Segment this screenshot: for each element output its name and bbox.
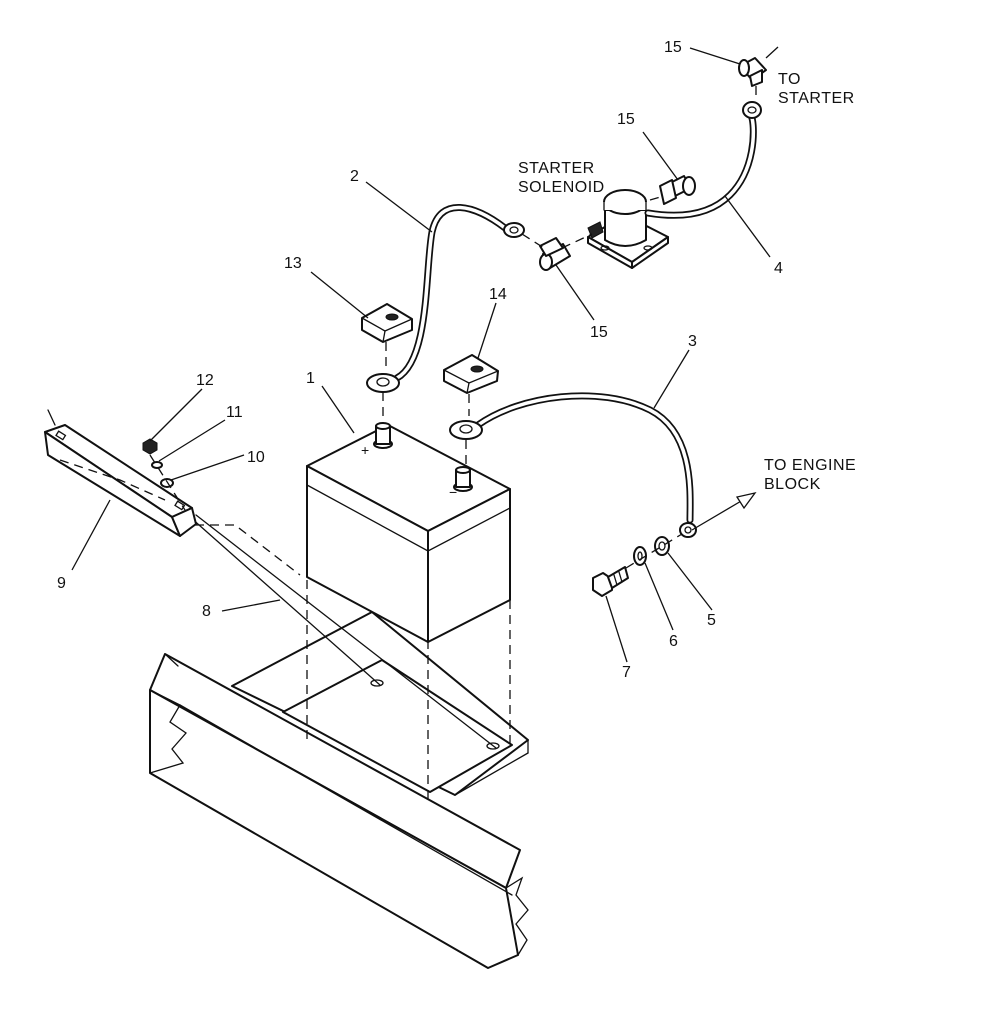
to-starter-label-line1: TO <box>778 71 801 88</box>
hardware-10-11-12 <box>142 438 186 511</box>
callout-13: 13 <box>284 255 302 272</box>
positive-mark: + <box>361 442 369 458</box>
leader-lines <box>71 46 779 663</box>
lock-washer-6 <box>633 546 647 566</box>
starter-solenoid <box>587 189 669 269</box>
to-starter-label-line2: STARTER <box>778 90 855 107</box>
positive-post <box>373 422 393 449</box>
hold-down-bracket <box>44 409 197 537</box>
callout-1: 1 <box>306 370 315 387</box>
positive-cable <box>366 203 525 424</box>
callout-6: 6 <box>669 633 678 650</box>
washer-5 <box>654 536 670 556</box>
negative-post <box>453 466 473 492</box>
starter-cable <box>644 101 762 219</box>
callout-14: 14 <box>489 286 507 303</box>
callout-15-cable: 15 <box>590 324 608 341</box>
callout-3: 3 <box>688 333 697 350</box>
battery: + − <box>306 422 511 643</box>
negative-mark: − <box>449 484 457 500</box>
terminal-cover-14 <box>443 354 499 394</box>
callout-12: 12 <box>196 372 214 389</box>
callout-11: 11 <box>226 404 243 421</box>
starter-solenoid-label-line2: SOLENOID <box>518 179 605 196</box>
to-engine-block-label-line1: TO ENGINE <box>764 457 856 474</box>
frame-rail <box>149 653 529 969</box>
boot-cable-end <box>521 233 593 271</box>
text-labels: TO STARTER STARTER SOLENOID TO ENGINE BL… <box>518 71 856 493</box>
hold-down-rod <box>189 514 497 749</box>
callout-9: 9 <box>57 575 66 592</box>
callout-10: 10 <box>247 449 265 466</box>
terminal-cover-13 <box>361 303 413 343</box>
projection-lines <box>306 580 511 800</box>
engine-block-arrow <box>691 491 757 531</box>
to-engine-block-label-line2: BLOCK <box>764 476 821 493</box>
callout-5: 5 <box>707 612 716 629</box>
callout-7: 7 <box>622 664 631 681</box>
ground-cable <box>449 392 697 538</box>
bolt-7 <box>592 566 629 597</box>
callout-4: 4 <box>774 260 783 277</box>
starter-solenoid-label-line1: STARTER <box>518 160 595 177</box>
callout-15-top: 15 <box>664 39 682 56</box>
callout-8: 8 <box>202 603 211 620</box>
boot-top <box>738 57 767 100</box>
callout-2: 2 <box>350 168 359 185</box>
callout-numbers: 15 15 2 4 13 15 14 3 1 12 11 10 9 8 5 6 … <box>57 39 783 681</box>
boot-solenoid <box>649 175 696 205</box>
callout-15-solenoid: 15 <box>617 111 635 128</box>
